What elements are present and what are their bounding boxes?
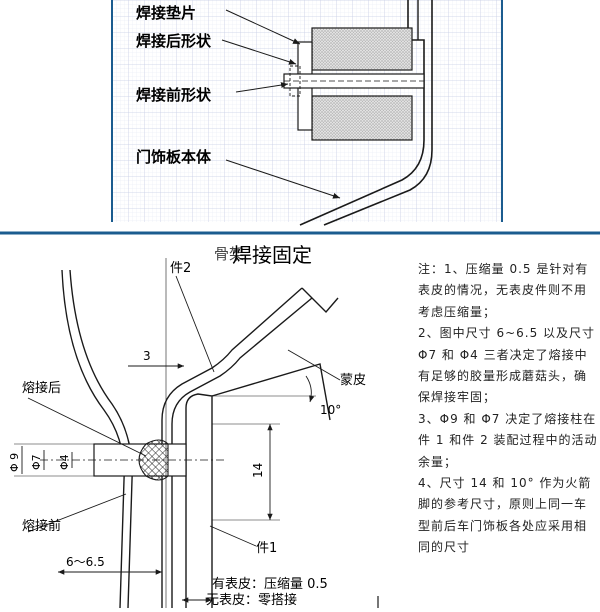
note-3: 3、Φ9 和 Φ7 决定了熔接柱在件 1 和件 2 装配过程中的活动余量； bbox=[418, 411, 598, 469]
top-panel: 焊接垫片 焊接后形状 焊接前形状 门饰板本体 bbox=[0, 0, 600, 235]
label-skin: 蒙皮 bbox=[340, 373, 366, 388]
part1-outline bbox=[185, 393, 213, 608]
note-1: 注：1、压缩量 0.5 是针对有表皮的情况，无表皮件则不用考虑压缩量； bbox=[418, 262, 589, 319]
dim-angle: 10° bbox=[320, 403, 341, 417]
panel-outline bbox=[299, 0, 425, 226]
label-no-skin: 无表皮：零搭接 bbox=[206, 592, 297, 608]
label-before-melt: 熔接前 bbox=[22, 518, 61, 534]
part2-outline bbox=[161, 287, 303, 608]
bottom-drawing: 骨架 焊接固定 Φ 9 Φ7 Φ4 3 14 bbox=[8, 243, 379, 609]
dim-phi9: Φ 9 bbox=[8, 453, 21, 472]
label-after-weld: 焊接后形状 bbox=[136, 32, 212, 50]
title-overlap: 骨架 bbox=[214, 245, 244, 263]
label-part1: 件1 bbox=[256, 541, 277, 556]
note-2: 2、图中尺寸 6~6.5 以及尺寸 Φ7 和 Φ4 三者决定了熔接中有足够的胶量… bbox=[418, 326, 596, 405]
notes-block: 注：1、压缩量 0.5 是针对有表皮的情况，无表皮件则不用考虑压缩量； 2、图中… bbox=[418, 259, 598, 559]
label-panel-body: 门饰板本体 bbox=[136, 148, 212, 166]
drawing-title: 焊接固定 bbox=[232, 243, 312, 267]
dim-14: 14 bbox=[251, 463, 265, 478]
note-4: 4、尺寸 14 和 10° 作为火箭脚的参考尺寸，原则上同一车型前后车门饰板各处… bbox=[418, 476, 592, 555]
panel-outline-inner bbox=[323, 0, 433, 226]
dim-phi4: Φ4 bbox=[58, 454, 71, 470]
label-after-melt: 熔接后 bbox=[22, 380, 61, 396]
dim-range: 6～6.5 bbox=[66, 555, 105, 569]
dim-3: 3 bbox=[143, 349, 151, 363]
label-with-skin: 有表皮：压缩量 0.5 bbox=[212, 576, 328, 592]
label-weld-pad: 焊接垫片 bbox=[136, 4, 196, 22]
label-before-weld: 焊接前形状 bbox=[136, 86, 212, 104]
foam-block-lower bbox=[311, 95, 413, 141]
dim-phi7: Φ7 bbox=[30, 454, 43, 470]
foam-block-upper bbox=[311, 27, 413, 71]
label-part2: 件2 bbox=[170, 261, 191, 276]
